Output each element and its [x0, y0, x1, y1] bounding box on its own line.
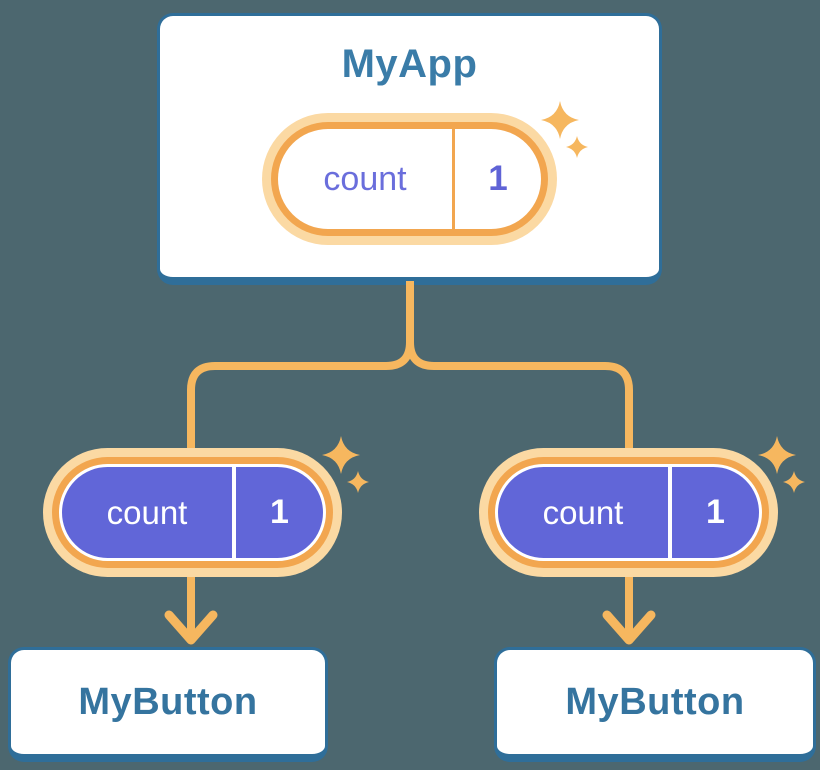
state-value: 1 — [270, 493, 289, 531]
pill-divider — [232, 467, 236, 558]
component-title: MyApp — [341, 42, 478, 86]
state-pill-child-right: count 1 — [479, 436, 805, 577]
component-card-mybutton-left: MyButton — [8, 647, 328, 762]
state-pill-ring: count 1 — [52, 457, 333, 568]
state-pill-body: count 1 — [59, 464, 326, 561]
state-pill-ring: count 1 — [488, 457, 769, 568]
component-title: MyButton — [78, 680, 258, 723]
state-name-label: count — [106, 493, 188, 531]
component-card-mybutton-right: MyButton — [494, 647, 816, 762]
arrow-down-icon — [164, 610, 218, 645]
state-pill-body: count 1 — [495, 464, 762, 561]
arrow-down-icon — [602, 610, 656, 645]
state-value: 1 — [488, 159, 508, 198]
state-pill-root: count 1 — [262, 101, 588, 245]
state-pill-ring: count 1 — [271, 122, 548, 236]
state-pill-body: count 1 — [278, 129, 541, 229]
component-title: MyButton — [565, 680, 745, 723]
state-value: 1 — [706, 493, 725, 531]
pill-divider — [668, 467, 672, 558]
state-pill-child-left: count 1 — [43, 436, 369, 577]
pill-divider — [452, 129, 455, 229]
state-name-label: count — [323, 159, 407, 198]
tree-branch-lines — [187, 281, 633, 452]
state-name-label: count — [542, 493, 624, 531]
